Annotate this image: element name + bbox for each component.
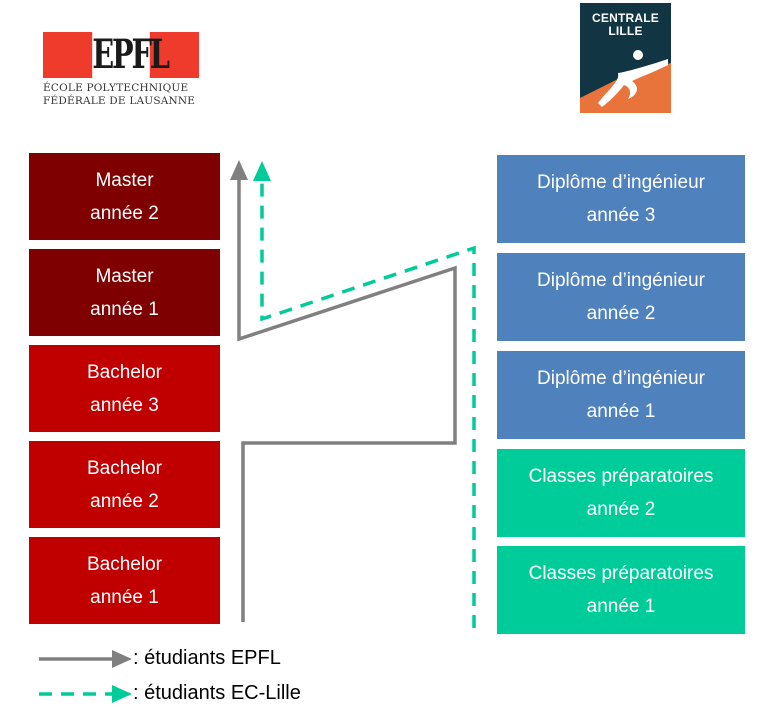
epfl-box-bachelor-3: Bachelor année 3 — [29, 345, 220, 432]
box-year: année 2 — [90, 202, 159, 224]
box-year: année 2 — [90, 490, 159, 512]
box-year: année 1 — [586, 596, 656, 617]
legend-dashed-arrowhead-icon — [112, 685, 132, 703]
epfl-student-path — [237, 178, 457, 622]
centrale-lille-runner-icon — [580, 50, 671, 113]
box-title: Bachelor — [87, 553, 162, 575]
centrale-box-diplome-1: Diplôme d’ingénieur année 1 — [497, 351, 745, 439]
centrale-lille-logo: CENTRALE LILLE — [580, 3, 671, 113]
eclille-path-arrowhead-icon — [253, 161, 271, 181]
centrale-lille-line1: CENTRALE — [592, 11, 659, 25]
box-year: année 3 — [90, 394, 159, 416]
centrale-box-prepa-1: Classes préparatoires année 1 — [497, 546, 745, 634]
box-year: année 3 — [586, 205, 656, 226]
box-year: année 2 — [586, 499, 656, 520]
box-year: année 1 — [90, 298, 159, 320]
box-year: année 1 — [90, 586, 159, 608]
epfl-path-arrowhead-icon — [230, 160, 248, 180]
epfl-box-bachelor-1: Bachelor année 1 — [29, 537, 220, 624]
legend-label-eclille: : étudiants EC-Lille — [133, 682, 301, 704]
epfl-logo-line2: FÉDÉRALE DE LAUSANNE — [43, 95, 196, 107]
box-title: Bachelor — [87, 361, 162, 383]
legend-label-epfl: : étudiants EPFL — [133, 647, 281, 669]
legend-solid-arrowhead-icon — [112, 650, 132, 668]
centrale-box-diplome-3: Diplôme d’ingénieur année 3 — [497, 155, 745, 243]
box-year: année 2 — [586, 303, 656, 324]
eclille-student-path — [260, 183, 476, 628]
epfl-box-master-1: Master année 1 — [29, 249, 220, 336]
box-year: année 1 — [586, 401, 656, 422]
centrale-box-prepa-2: Classes préparatoires année 2 — [497, 449, 745, 537]
box-title: Diplôme d’ingénieur — [537, 368, 705, 389]
box-title: Classes préparatoires — [528, 563, 714, 584]
centrale-box-diplome-2: Diplôme d’ingénieur année 2 — [497, 253, 745, 341]
centrale-lille-line2: LILLE — [608, 24, 643, 38]
box-title: Diplôme d’ingénieur — [537, 270, 705, 291]
epfl-box-master-2: Master année 2 — [29, 153, 220, 240]
box-title: Classes préparatoires — [528, 466, 714, 487]
box-title: Master — [95, 169, 154, 191]
box-title: Bachelor — [87, 457, 162, 479]
box-title: Master — [95, 265, 154, 287]
epfl-logo: EPFL ÉCOLE POLYTECHNIQUE FÉDÉRALE DE LAU… — [43, 32, 201, 110]
epfl-logo-line1: ÉCOLE POLYTECHNIQUE — [43, 82, 189, 94]
epfl-box-bachelor-2: Bachelor année 2 — [29, 441, 220, 528]
box-title: Diplôme d’ingénieur — [537, 172, 705, 193]
